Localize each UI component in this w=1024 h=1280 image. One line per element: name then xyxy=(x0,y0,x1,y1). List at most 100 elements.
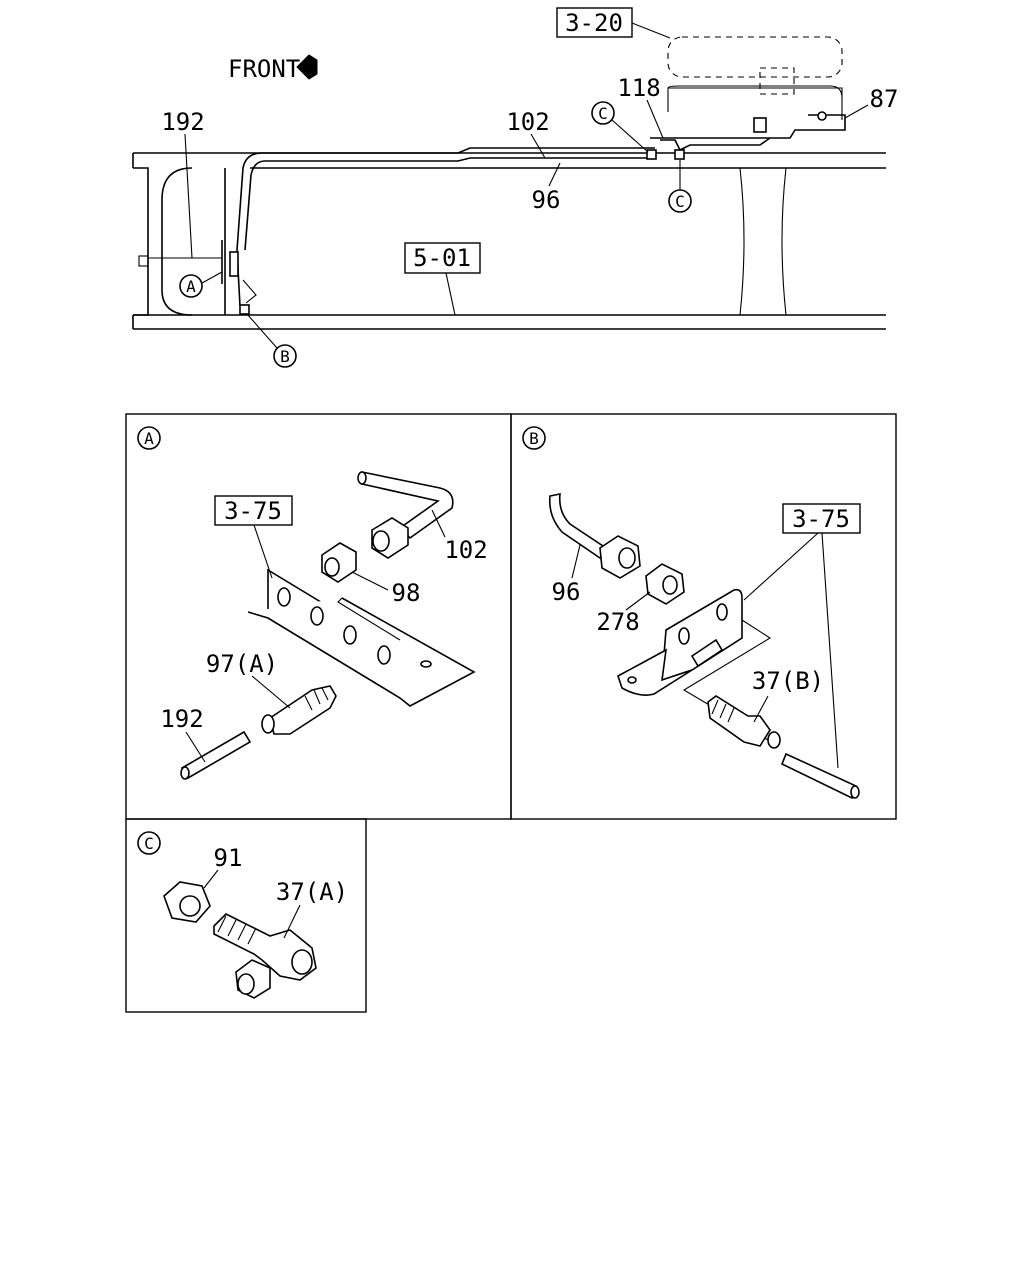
frame-ref-label: 5-01 xyxy=(413,244,471,272)
flare-nut-bore xyxy=(372,530,390,552)
detail-a-callout-98: 98 xyxy=(392,579,421,607)
detail-a-callout-192: 192 xyxy=(160,705,203,733)
bracket-a-clip xyxy=(229,251,239,277)
detail-a-marker-circle xyxy=(137,426,161,450)
hose-b xyxy=(780,752,857,800)
callout-96: 96 xyxy=(532,186,561,214)
tank-lower-top xyxy=(667,85,843,99)
connector-37b-ridges xyxy=(711,699,735,723)
detail-b-leader-37b xyxy=(753,695,769,723)
detail-a-leader-98 xyxy=(351,571,389,591)
bracket-hole-3 xyxy=(343,625,357,645)
marker-b-leader xyxy=(246,313,278,349)
detail-b-ref-leader-2 xyxy=(821,532,839,769)
callout-118: 118 xyxy=(617,74,660,102)
detail-a-callout-97a: 97(A) xyxy=(206,650,278,678)
marker-b-label: B xyxy=(280,347,290,366)
connector-97a-end xyxy=(261,714,275,734)
detail-a-leader-192 xyxy=(185,731,206,763)
hose-192-detail xyxy=(180,730,252,780)
detail-b-panel: B 3-75 96 278 37(B) xyxy=(510,413,897,820)
tank-sender-outline xyxy=(759,67,795,95)
detail-a-marker-label: A xyxy=(144,429,154,448)
tank-bracket-118 xyxy=(650,114,846,139)
bracket-base-hole xyxy=(420,660,432,668)
frame-ref-leader xyxy=(445,272,456,316)
marker-c1-label: C xyxy=(598,104,608,123)
frame-stub xyxy=(138,255,149,267)
callout-192: 192 xyxy=(161,108,204,136)
detail-b-leader-278 xyxy=(625,591,651,611)
detail-b-ref-label: 3-75 xyxy=(792,505,850,533)
leader-118 xyxy=(646,99,664,139)
detail-a-leader-97a xyxy=(251,675,291,709)
detail-a-panel: A 3-75 102 98 97(A) xyxy=(125,413,512,820)
detail-c-callout-37a: 37(A) xyxy=(276,878,348,906)
detail-c-panel: C 91 37(A) xyxy=(125,818,367,1013)
detail-c-marker-label: C xyxy=(144,834,154,853)
hose-192-end xyxy=(180,766,190,780)
fuel-line-102 xyxy=(236,147,655,307)
bracket-hole-2 xyxy=(310,606,324,626)
detail-b-marker-circle xyxy=(522,426,546,450)
connector-37a-branch-bore xyxy=(237,973,255,995)
flare-nut-96-bore xyxy=(618,547,636,569)
frame-end-plate xyxy=(133,167,149,316)
cross-member-left xyxy=(161,167,193,316)
union-c-left xyxy=(646,149,657,160)
detail-b-leader-96 xyxy=(571,544,581,579)
detail-b-callout-278: 278 xyxy=(596,608,639,636)
nut-91-bore xyxy=(179,895,201,917)
pipe-96 xyxy=(548,493,608,560)
bracket-hole-1 xyxy=(277,587,291,607)
tank-outlet-line xyxy=(660,137,771,152)
marker-b-circle xyxy=(273,344,297,368)
tank-sender xyxy=(753,117,767,133)
grommet-98-bore xyxy=(324,557,340,577)
detail-c-frame xyxy=(125,818,367,1013)
detail-b-callout-37b: 37(B) xyxy=(752,667,824,695)
marker-c1-leader xyxy=(611,119,649,153)
bracket-hole-4 xyxy=(377,645,391,665)
connector-97a xyxy=(269,685,337,735)
grommet-278-bore xyxy=(662,575,678,595)
front-arrow-icon xyxy=(296,54,318,80)
connector-37b-end xyxy=(767,731,781,749)
pipe-102 xyxy=(361,471,454,540)
frame-ref-box xyxy=(404,242,481,274)
union-c-right xyxy=(674,149,685,160)
detail-b-callout-96: 96 xyxy=(552,578,581,606)
connector-37b xyxy=(707,695,771,747)
detail-b-ref-box xyxy=(782,503,861,534)
marker-c1-circle xyxy=(591,101,615,125)
bracket-b xyxy=(239,304,250,315)
front-label: FRONT xyxy=(228,55,300,83)
leader-87 xyxy=(844,104,869,119)
detail-a-ref-label: 3-75 xyxy=(224,497,282,525)
connector-97a-ridges xyxy=(304,687,329,711)
connector-37a-eye xyxy=(291,949,313,975)
bracket-a-flange xyxy=(337,597,401,641)
detail-a-leader-102 xyxy=(431,509,446,538)
tank-vent-87 xyxy=(817,111,827,121)
marker-a-circle xyxy=(179,274,203,298)
tank-ref-box xyxy=(556,7,633,38)
marker-c2-label: C xyxy=(675,192,685,211)
bracket-b-hole-1 xyxy=(678,627,690,645)
bracket-b-foot xyxy=(617,648,693,696)
bracket-b-plate xyxy=(661,588,743,682)
leader-192 xyxy=(184,133,193,259)
leader-102 xyxy=(530,133,546,159)
marker-a-label: A xyxy=(186,277,196,296)
detail-c-leader-91 xyxy=(203,869,219,889)
connector-37a xyxy=(213,913,317,981)
detail-c-leader-37a xyxy=(283,904,301,939)
bracket-b-tab xyxy=(690,638,724,668)
fuel-line-96 xyxy=(244,157,655,251)
hose-b-end xyxy=(850,785,860,799)
cross-member-rear xyxy=(739,167,787,316)
callout-102: 102 xyxy=(506,108,549,136)
marker-a-leader xyxy=(201,271,223,284)
detail-c-marker-circle xyxy=(137,831,161,855)
bracket-a-base xyxy=(247,597,476,707)
